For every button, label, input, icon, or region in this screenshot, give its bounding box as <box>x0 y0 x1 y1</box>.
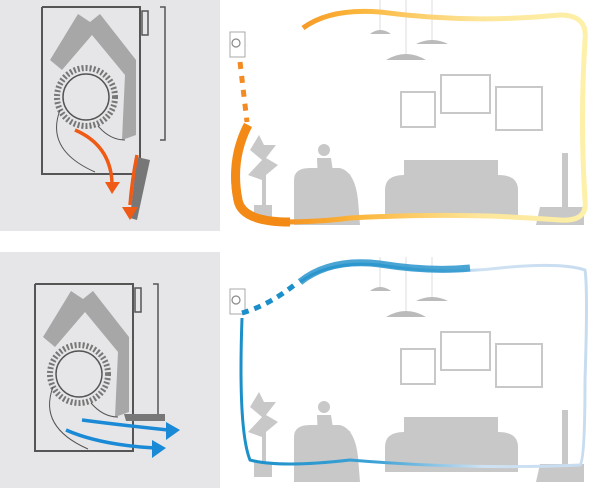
louver-horizontal <box>124 414 165 421</box>
living-room-illustration <box>229 0 585 226</box>
unit-panel-background <box>0 252 220 488</box>
living-room-illustration <box>229 256 585 483</box>
warm-airflow-path <box>231 8 588 227</box>
horizontal-airflow-arrows <box>65 418 169 450</box>
louver-down <box>130 157 150 220</box>
cooling-panel <box>0 252 588 488</box>
downward-airflow-arrows <box>74 128 139 206</box>
heating-panel <box>0 0 588 231</box>
cool-airflow-path <box>239 259 588 469</box>
